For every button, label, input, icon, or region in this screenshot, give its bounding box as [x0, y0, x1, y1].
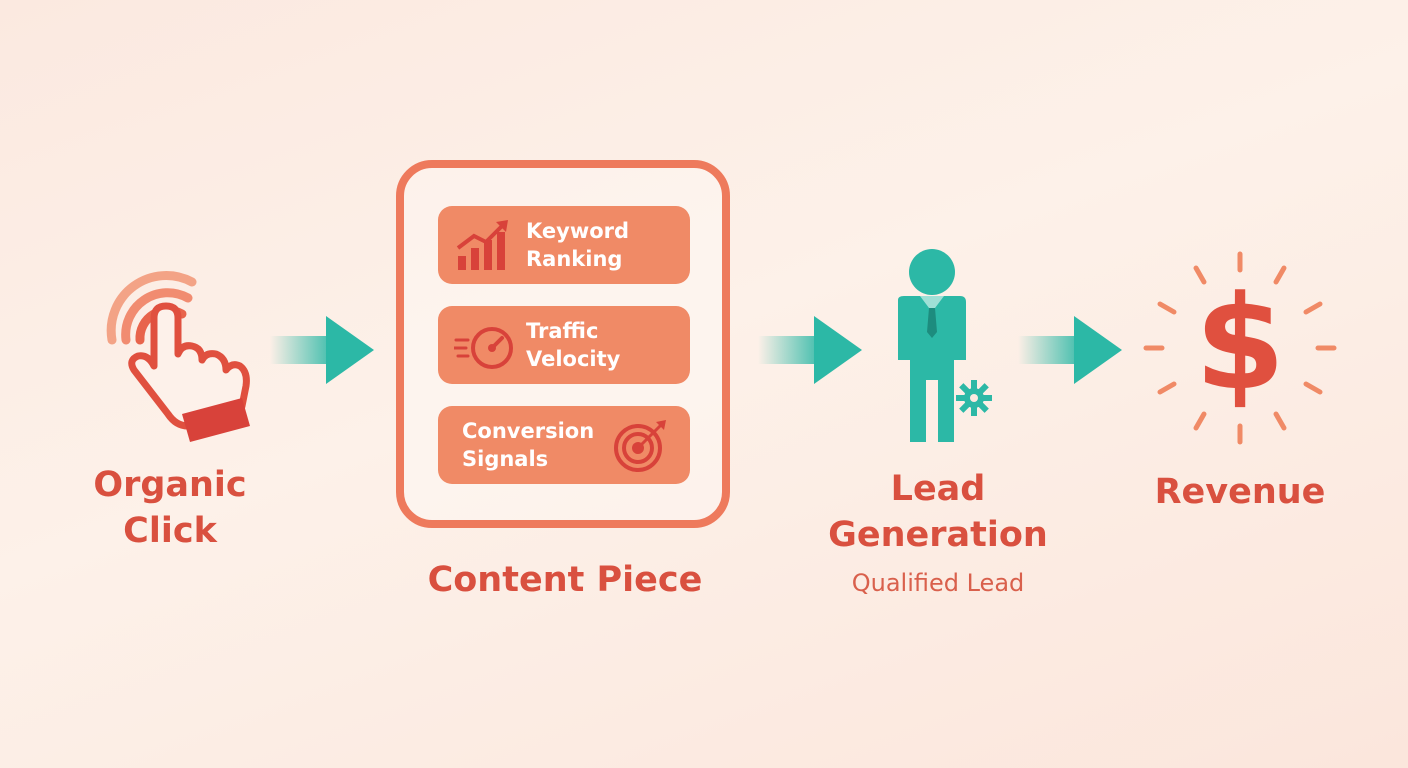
metric-keyword-ranking: Keyword Ranking	[438, 206, 690, 284]
pointer-hand-icon	[106, 271, 250, 442]
organic-click-label: Organic Click	[93, 465, 247, 551]
lead-generation-label: Lead Generation	[828, 469, 1048, 555]
metric-label: Conversion Signals	[462, 419, 595, 471]
metric-label: Traffic Velocity	[526, 319, 621, 371]
arrow-right-icon	[270, 316, 374, 384]
qualified-lead-label: Qualified Lead	[851, 569, 1025, 597]
speedometer-icon	[454, 327, 513, 369]
target-icon	[614, 420, 666, 472]
arrow-right-icon	[1018, 316, 1122, 384]
metric-traffic-velocity: Traffic Velocity	[438, 306, 690, 384]
bar-chart-icon	[456, 220, 508, 270]
revenue-label: Revenue	[1154, 472, 1326, 512]
dollar-icon: $	[1143, 251, 1337, 445]
arrow-right-icon	[758, 316, 862, 384]
metric-conversion-signals: Conversion Signals	[438, 406, 690, 484]
metric-label: Keyword Ranking	[526, 219, 630, 271]
svg-text:$: $	[1195, 267, 1285, 419]
content-piece-label: Content Piece	[427, 560, 703, 600]
person-icon	[898, 249, 992, 442]
